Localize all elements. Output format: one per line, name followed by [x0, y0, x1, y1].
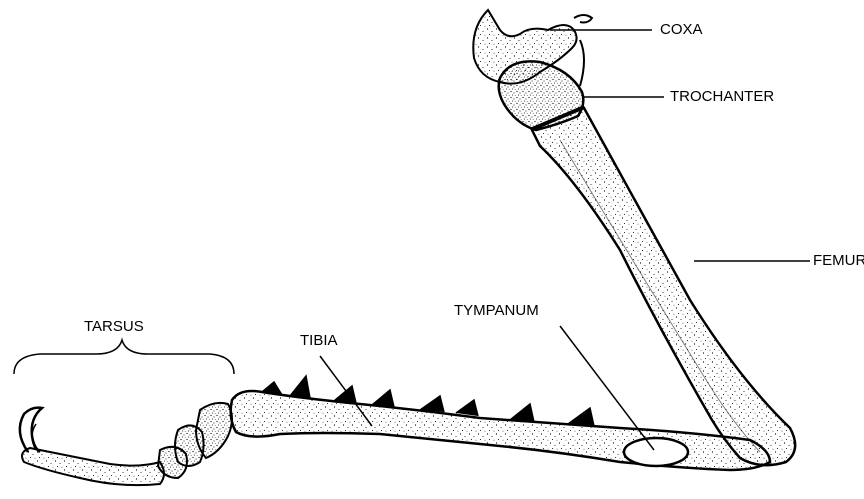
label-femur: FEMUR — [813, 253, 864, 268]
femur-segment — [532, 108, 795, 465]
tympanum-oval — [624, 438, 688, 466]
label-tibia: TIBIA — [300, 333, 338, 348]
label-trochanter: TROCHANTER — [670, 89, 774, 104]
tarsus-brace — [14, 340, 234, 374]
claw — [20, 408, 42, 452]
label-tympanum: TYMPANUM — [454, 303, 539, 318]
tarsus-segments — [22, 403, 232, 485]
label-coxa: COXA — [660, 22, 703, 37]
tibia-segment — [231, 376, 770, 470]
label-tarsus: TARSUS — [84, 319, 144, 334]
